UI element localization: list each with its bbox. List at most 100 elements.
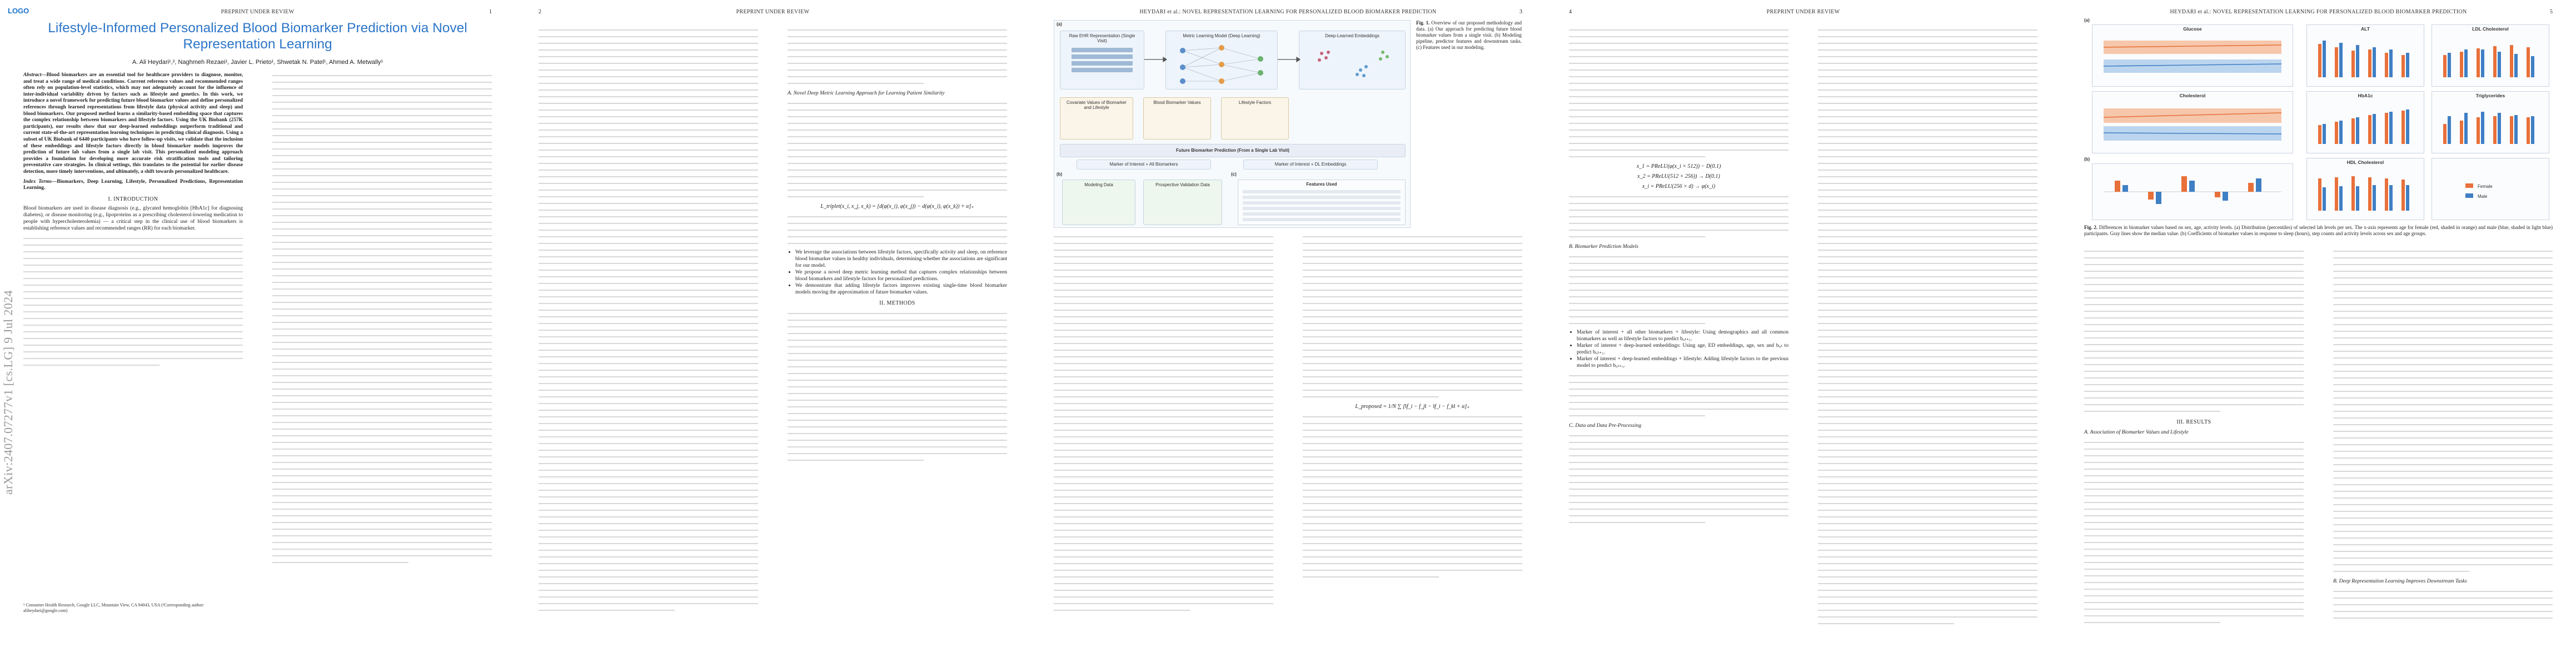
running-head: PREPRINT UNDER REVIEW [736,9,810,15]
abstract-label: Abstract— [23,72,47,78]
journal-logo: LOGO [8,7,29,15]
caption-title: Fig. 1. [1416,20,1430,26]
body-text-block [1569,372,1788,419]
figure-1-caption: Fig. 1. Overview of our proposed methodo… [1416,20,1522,50]
body-text-block [1569,253,1788,327]
column-right: B. Deep Representation Learning Improves… [2333,248,2553,621]
footnote: ¹ Consumer Health Research, Google LLC, … [23,603,205,613]
column-left: Abstract—Blood biomarkers are an essenti… [23,72,243,369]
column-right [272,72,492,566]
triglycerides-bars [2443,112,2534,144]
page-4: 4 PREPRINT UNDER REVIEW x_1 = PReLU(φ(x_… [1546,0,2061,667]
block-embeddings: Deep-Learned Embeddings [1299,31,1406,89]
block-prospective-data: Prospective Validation Data [1143,180,1222,225]
block-blood-values: Blood Biomarker Values [1143,97,1211,140]
plot-triglycerides: Triglycerides [2431,91,2549,153]
features-table-rows [1243,190,1401,221]
figure-2-caption: Fig. 2. Differences in biomarker values … [2084,225,2553,236]
hba1c-bars [2318,109,2409,144]
block-marker-all: Marker of Interest + All Biomarkers [1077,160,1211,170]
page-1: LOGO PREPRINT UNDER REVIEW 1 arXiv:2407.… [0,0,515,667]
page-5: HEYDARI et al.: NOVEL REPRESENTATION LEA… [2061,0,2576,667]
running-head: HEYDARI et al.: NOVEL REPRESENTATION LEA… [2170,9,2467,15]
body-text-block [1818,27,2037,627]
body-text-block [1303,233,1522,400]
abstract: Abstract—Blood biomarkers are an essenti… [23,72,243,176]
contribution-list: We leverage the associations between lif… [788,249,1007,296]
body-text-block [1303,414,1522,580]
body-text-block [788,27,1007,87]
panel-label: (b) [2084,157,2090,162]
legend-female: Female [2465,181,2493,191]
body-text-block [2084,439,2304,626]
panel-label: (c) [1231,172,1237,177]
figure-1: (a) Raw EHR Representation (Single Visit… [1054,20,1411,228]
equation-layer-1: x_1 = PReLU(φ(x_i × 512)) − D(0.1) [1636,163,1721,170]
block-lifestyle: Lifestyle Factors [1221,97,1289,140]
neural-net-icon [1180,45,1263,84]
column-left [1054,233,1273,614]
block-metric-learning: Metric Learning Model (Deep Learning) [1165,31,1278,89]
body-text-block [539,27,758,614]
running-head: PREPRINT UNDER REVIEW [1766,9,1840,15]
index-terms-text: Biomarkers, Deep Learning, Lifestyle, Pe… [23,178,243,191]
equation-triplet-loss: L_triplet(x_i, x_j, x_k) = [d(φ(x_i), φ(… [820,203,974,210]
subsection-heading: C. Data and Data Pre-Processing [1569,422,1642,429]
subsection-heading: A. Novel Deep Metric Learning Approach f… [788,90,945,96]
body-text-block [2333,248,2553,575]
plot-coefficients [2092,163,2293,220]
list-item: We leverage the associations between lif… [795,249,1007,269]
page-number: 5 [2550,9,2553,15]
plot-hdl: HDL Cholesterol [2306,158,2424,220]
column-right: A. Novel Deep Metric Learning Approach f… [788,27,1007,464]
section-heading-results: III. RESULTS [2176,419,2211,425]
ehr-table-icon [1072,48,1133,72]
ldl-bars [2443,45,2534,77]
column-right [1818,27,2037,627]
page-number: 2 [539,9,541,15]
block-features-table: Features Used [1238,180,1406,225]
abstract-text: Blood biomarkers are an essential tool f… [23,72,243,175]
legend-male: Male [2465,191,2487,201]
body-text-block [788,310,1007,464]
equation-layer-2: x_2 = PReLU(512 × 256)) → D(0.1) [1637,173,1720,180]
glucose-bands [2103,41,2282,73]
figure-2: (a) Glucose Cholesterol (b) [2084,18,2553,221]
body-text-block [2333,588,2553,621]
intro-paragraph: Blood biomarkers are used in disease dia… [23,205,243,231]
column-right: L_proposed = 1/N ∑ [‖f_i − f_j‖ − ‖f_i −… [1303,233,1522,580]
page-number: 4 [1569,9,1572,15]
subsection-heading: A. Association of Biomarker Values and L… [2084,429,2189,435]
page-3: HEYDARI et al.: NOVEL REPRESENTATION LEA… [1030,0,1546,667]
index-terms-label: Index Terms— [23,178,57,185]
paper-title: Lifestyle-Informed Personalized Blood Bi… [48,21,467,52]
cholesterol-bands [2103,108,2282,141]
page-2: 2 PREPRINT UNDER REVIEW [515,0,1030,667]
plot-hba1c: HbA1c [2306,91,2424,153]
running-head: HEYDARI et al.: NOVEL REPRESENTATION LEA… [1139,9,1437,15]
page-number: 1 [489,9,492,15]
body-text-block [23,235,243,369]
panel-label: (a) [2084,18,2090,23]
plot-ldl: LDL Cholesterol [2431,24,2549,87]
block-modeling-data: Modeling Data [1062,180,1135,225]
subsection-heading: B. Deep Representation Learning Improves… [2333,578,2467,584]
index-terms: Index Terms—Biomarkers, Deep Learning, L… [23,179,243,192]
predictor-list: Marker of interest + all other biomarker… [1569,329,1788,369]
body-text-block [1569,432,1788,526]
block-raw-ehr: Raw EHR Representation (Single Visit) [1060,31,1144,89]
block-covariates: Covariate Values of Biomarker and Lifest… [1060,97,1133,140]
section-heading-methods: II. METHODS [879,300,915,306]
equation-layer-3: x_i = PReLU(256 × d) → φ(x_i) [1642,183,1716,190]
body-text-block [272,72,492,566]
alt-bars [2318,41,2409,77]
block-marker-embeddings: Marker of Interest + DL Embeddings [1243,160,1378,170]
page-number: 3 [1519,9,1522,15]
body-text-block [1569,193,1788,240]
body-text-block [788,100,1007,200]
column-left: III. RESULTS A. Association of Biomarker… [2084,248,2304,626]
caption-title: Fig. 2. [2084,225,2098,230]
body-text-block [1569,27,1788,160]
subsection-heading: B. Biomarker Prediction Models [1569,243,1638,250]
block-future-prediction: Future Biomarker Prediction (From a Sing… [1060,144,1406,157]
